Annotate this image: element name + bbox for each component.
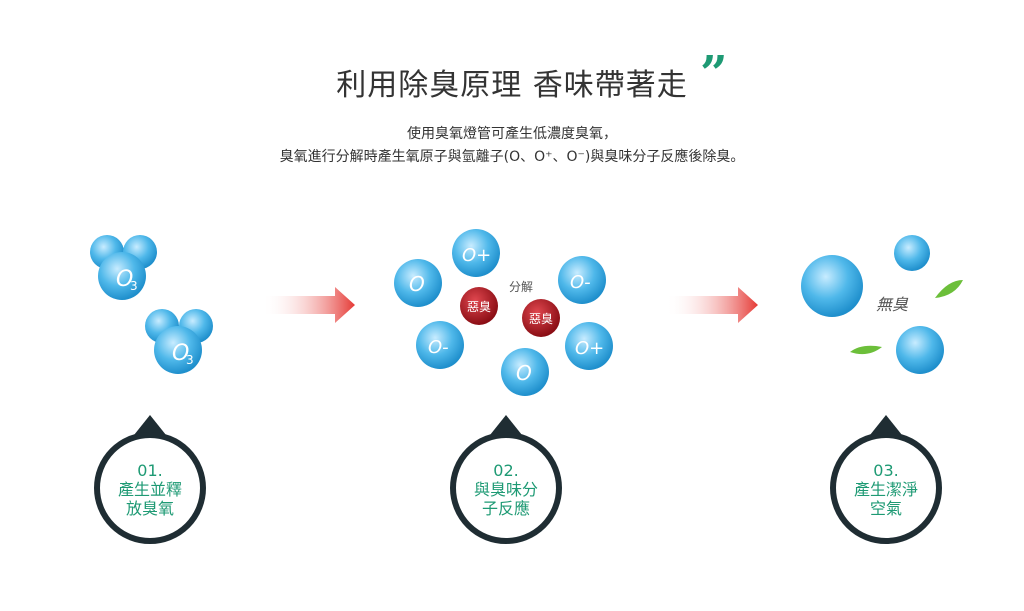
description-line-1: 使用臭氧燈管可產生低濃度臭氧， [407, 126, 617, 142]
step-1-title: 產生並釋放臭氧 [117, 480, 182, 518]
ozone-label-2: O [172, 341, 189, 366]
svg-text:O+: O+ [575, 338, 604, 359]
reaction-cluster: O O+ O- O- O+ O 惡臭 惡臭 分解 [394, 229, 613, 396]
step-badge-2 [450, 415, 562, 544]
step-3-title: 產生潔淨空氣 [853, 480, 918, 518]
quote-mark-icon: ” [700, 46, 728, 102]
svg-text:惡臭: 惡臭 [529, 311, 553, 326]
step-3-text: 03. 產生潔淨空氣 [826, 461, 946, 518]
description-line-2: 臭氧進行分解時產生氧原子與氫離子(O、O⁺、O⁻)與臭味分子反應後除臭。 [279, 149, 745, 165]
oxygen-ion-positive: O+ [452, 229, 500, 277]
ozone-label-1: O [116, 267, 133, 292]
odor-molecule-2: 惡臭 [522, 299, 560, 337]
step-2-number: 02. [493, 461, 519, 480]
oxygen-ion-positive: O+ [565, 322, 613, 370]
step-badge-1 [94, 415, 206, 544]
svg-text:惡臭: 惡臭 [467, 299, 491, 314]
svg-text:O-: O- [428, 337, 449, 358]
clean-air-cluster: 無臭 [801, 235, 963, 374]
leaf-icon [935, 280, 963, 298]
odor-molecule-1: 惡臭 [460, 287, 498, 325]
step-badge-3 [830, 415, 942, 544]
ozone-subscript-1: 3 [130, 279, 138, 293]
decompose-label: 分解 [509, 280, 533, 294]
svg-text:O: O [409, 272, 425, 296]
arrow-right-icon-1 [262, 287, 355, 323]
svg-text:O-: O- [570, 272, 591, 293]
step-1-number: 01. [137, 461, 163, 480]
ozone-subscript-2: 3 [186, 353, 194, 367]
no-odor-label: 無臭 [876, 295, 909, 314]
page-title: 利用除臭原理 香味帶著走 [336, 68, 688, 103]
step-3-number: 03. [873, 461, 899, 480]
oxygen-ion-negative: O- [416, 321, 464, 369]
oxygen-ion-negative: O- [558, 256, 606, 304]
svg-text:O: O [516, 361, 532, 385]
ozone-molecule-2: O 3 [145, 309, 213, 374]
step-1-text: 01. 產生並釋放臭氧 [90, 461, 210, 518]
step-2-text: 02. 與臭味分子反應 [446, 461, 566, 518]
oxygen-atom: O [501, 348, 549, 396]
step-2-title: 與臭味分子反應 [473, 480, 538, 518]
ozone-molecule-1: O 3 [90, 235, 157, 300]
svg-text:O+: O+ [462, 245, 491, 266]
leaf-icon [850, 345, 882, 355]
arrow-right-icon-2 [666, 287, 758, 323]
oxygen-atom: O [394, 259, 442, 307]
